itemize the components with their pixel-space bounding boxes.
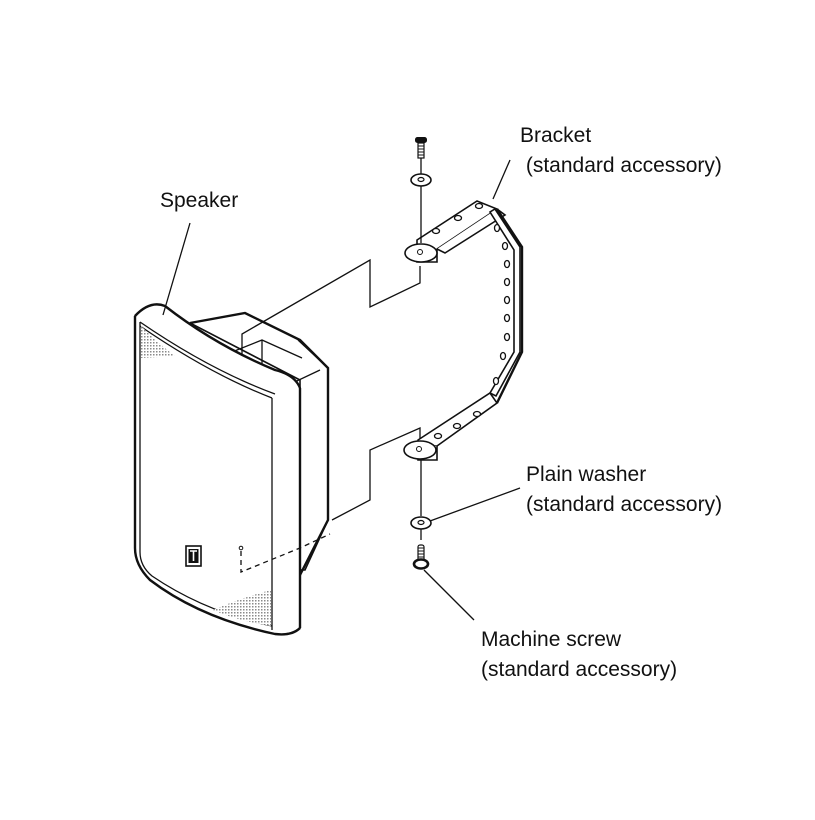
bottom-machine-screw: [412, 544, 430, 570]
screw-label: Machine screw (standard accessory): [481, 625, 677, 685]
screw-label-note: (standard accessory): [481, 658, 678, 681]
washer-label: Plain washer (standard accessory): [526, 460, 722, 520]
speaker-grille-bottom: [213, 590, 271, 626]
speaker-logo-icon: [185, 545, 202, 567]
upper-connection-line: [241, 258, 421, 356]
screw-leader-line: [423, 569, 475, 621]
screw-label-name: Machine screw: [481, 628, 622, 651]
speaker-label-text: Speaker: [160, 189, 239, 212]
bottom-plain-washer: [410, 516, 432, 530]
bracket-label-note: (standard accessory): [520, 154, 722, 177]
bracket-label-name: Bracket: [520, 124, 592, 147]
speaker-leader-line: [162, 222, 191, 316]
speaker-grille-top: [141, 326, 175, 358]
bracket-label: Bracket (standard accessory): [520, 121, 722, 181]
top-plain-washer: [410, 173, 432, 187]
bracket: [403, 200, 524, 461]
washer-label-name: Plain washer: [526, 463, 647, 486]
speaker-label: Speaker: [160, 186, 238, 216]
bracket-leader-line: [492, 159, 511, 200]
speaker: [133, 303, 331, 636]
washer-leader-line: [429, 487, 521, 522]
lower-connection-line: [331, 427, 421, 521]
top-machine-screw: [415, 137, 427, 159]
washer-label-note: (standard accessory): [526, 493, 723, 516]
bracket-holes: [431, 202, 511, 440]
